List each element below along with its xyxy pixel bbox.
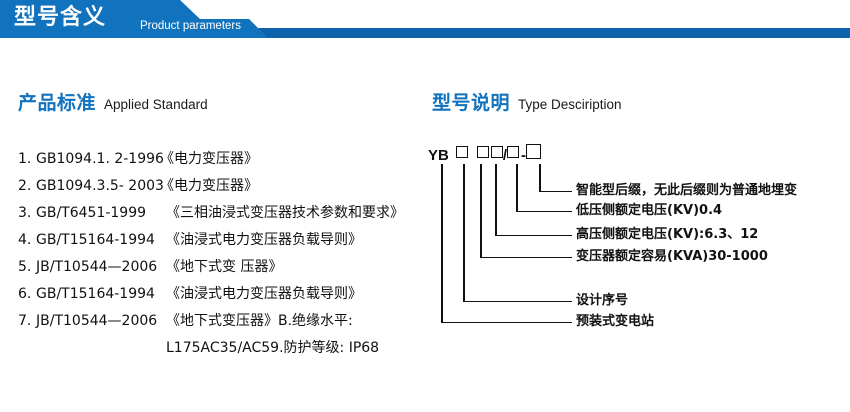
page-header: 型号含义 Product parameters (0, 0, 850, 48)
section-title-cn: 产品标准 (18, 92, 97, 114)
list-item-code: GB/T6451-1999 (36, 205, 147, 221)
list-item-continuation: L175AC35/AC59.防护等级: IP68 (166, 340, 380, 356)
list-item-name: 《油浸式电力变压器负载导则》 (166, 232, 362, 248)
standards-list: 1.GB1094.1. 2-1996《电力变压器》 2.GB1094.3.5- … (18, 146, 428, 362)
list-item-number: 5. (18, 259, 32, 275)
list-item-code: GB/T15164-1994 (36, 232, 155, 248)
header-title-en: Product parameters (140, 20, 241, 32)
type-label-hv-rated-voltage: 高压侧额定电压(KV):6.3、12 (576, 227, 759, 242)
leader-line-horizontal-suffix (539, 190, 572, 193)
list-item-number: 1. (18, 151, 32, 167)
list-item-code: GB1094.3.5- 2003 (36, 178, 164, 194)
leader-line-horizontal-hv (495, 234, 572, 237)
section-title-type-description: 型号说明 Type Desciription (432, 88, 622, 115)
list-item: 1.GB1094.1. 2-1996《电力变压器》 (18, 146, 428, 173)
list-item: 2.GB1094.3.5- 2003《电力变压器》 (18, 173, 428, 200)
type-code-row: YB /- (428, 144, 542, 166)
list-item-number: 2. (18, 178, 32, 194)
list-item: 6.GB/T15164-1994 《油浸式电力变压器负载导则》 (18, 281, 428, 308)
type-code-box-suffix (526, 144, 542, 159)
type-code-box-design (455, 146, 468, 158)
list-item-number: 6. (18, 286, 32, 302)
list-item-name: 《油浸式电力变压器负载导则》 (166, 286, 362, 302)
list-item-code: JB/T10544—2006 (36, 259, 158, 275)
list-item: 4.GB/T15164-1994 《油浸式电力变压器负载导则》 (18, 227, 428, 254)
list-item: 3.GB/T6451-1999 《三相油浸式变压器技术参数和要求》 (18, 200, 428, 227)
section-title-en: Type Desciription (518, 97, 622, 112)
list-item-code: JB/T10544—2006 (36, 313, 158, 329)
section-title-applied-standard: 产品标准 Applied Standard (18, 88, 208, 115)
section-title-cn: 型号说明 (432, 92, 511, 114)
type-label-lv-rated-voltage: 低压侧额定电压(KV)0.4 (576, 203, 723, 218)
list-item-number: 4. (18, 232, 32, 248)
type-code-slash: / (502, 147, 508, 164)
list-item-name: 《地下式变压器》B.绝缘水平: (166, 313, 353, 329)
leader-line-horizontal-capacity (480, 256, 572, 259)
list-item-name: 《电力变压器》 (160, 151, 258, 167)
list-item-number: 3. (18, 205, 32, 221)
leader-line-vertical-substation (441, 164, 443, 323)
type-code-box-hv (490, 146, 503, 158)
type-code-box-capacity (476, 146, 489, 158)
leader-line-vertical-design (463, 164, 465, 302)
type-label-substation-type: 预装式变电站 (576, 314, 655, 329)
leader-line-horizontal-design (463, 300, 572, 303)
type-code-box-lv (507, 146, 520, 158)
header-title-cn: 型号含义 (14, 5, 107, 30)
list-item-name: 《地下式变 压器》 (166, 259, 283, 275)
list-item-number: 7. (18, 313, 32, 329)
type-label-rated-capacity: 变压器额定容易(KVA)30-1000 (576, 249, 768, 264)
list-item: 7.JB/T10544—2006 《地下式变压器》B.绝缘水平: (18, 308, 428, 335)
header-strip (0, 28, 850, 38)
leader-line-vertical-hv (495, 164, 497, 236)
type-code-prefix: YB (428, 147, 449, 164)
list-item-code: GB/T15164-1994 (36, 286, 155, 302)
type-code-diagram: YB /- 智能型后缀，无此后缀则为普通地埋变 低压侧额定电压(KV)0.4 高压… (428, 144, 850, 344)
type-label-design-serial: 设计序号 (576, 293, 629, 308)
header-band-primary (0, 0, 200, 38)
list-item: 5.JB/T10544—2006 《地下式变 压器》 (18, 254, 428, 281)
leader-line-vertical-capacity (480, 164, 482, 258)
list-item-name: 《电力变压器》 (160, 178, 258, 194)
section-title-en: Applied Standard (104, 97, 208, 112)
leader-line-vertical-lv (516, 164, 518, 212)
leader-line-horizontal-lv (516, 210, 572, 213)
leader-line-horizontal-substation (441, 321, 572, 324)
type-label-intelligent-suffix: 智能型后缀，无此后缀则为普通地埋变 (576, 183, 798, 198)
type-code-dash: - (521, 147, 527, 164)
leader-line-vertical-suffix (539, 164, 541, 192)
list-item-code: GB1094.1. 2-1996 (36, 151, 164, 167)
list-item-name: 《三相油浸式变压器技术参数和要求》 (166, 205, 404, 221)
